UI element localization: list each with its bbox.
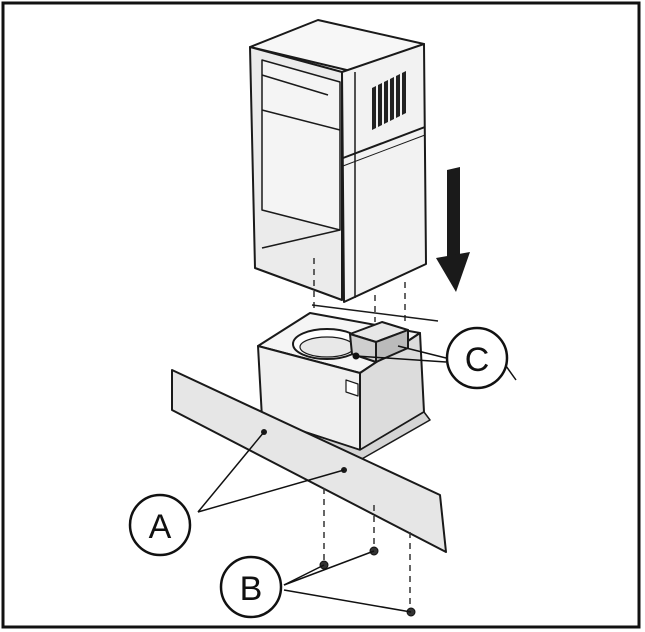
callout-b: B xyxy=(219,550,412,619)
callout-c-circle xyxy=(445,326,509,390)
callout-a-circle xyxy=(128,493,192,557)
arrow-down-icon xyxy=(436,167,470,292)
callout-b-circle xyxy=(219,555,283,619)
callout-a-label: A xyxy=(149,508,172,546)
callout-c-label: C xyxy=(465,341,490,379)
vent-grille-icon xyxy=(372,71,406,130)
chimney-cover xyxy=(249,19,427,303)
callout-a: A xyxy=(128,431,345,557)
mounting-rail xyxy=(171,369,447,553)
alignment-lines xyxy=(313,258,406,325)
callout-c: C xyxy=(352,326,517,390)
screw-alignment-lines xyxy=(323,488,411,608)
callout-b-label: B xyxy=(240,570,263,608)
